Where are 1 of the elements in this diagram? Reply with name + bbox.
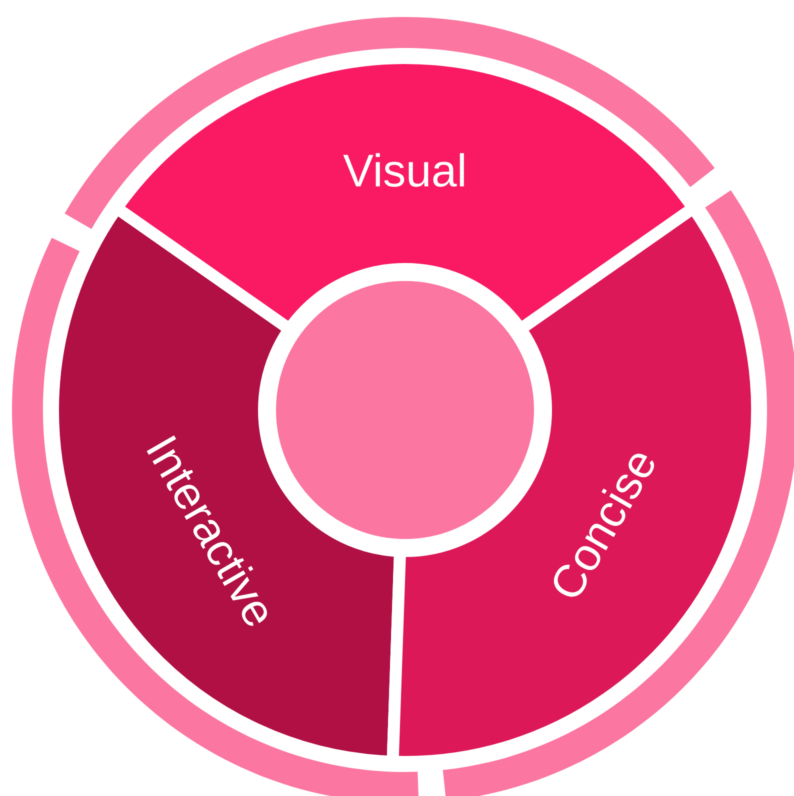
segment: Visual bbox=[110, 52, 700, 336]
